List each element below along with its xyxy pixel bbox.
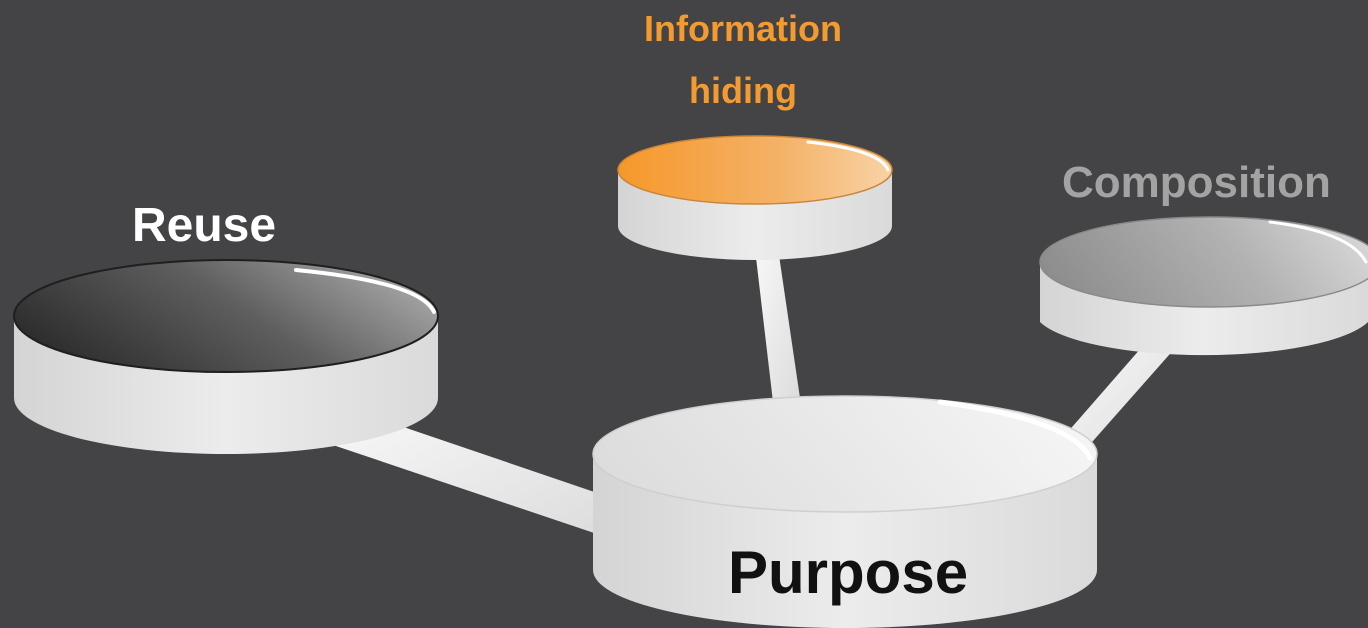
label-reuse: Reuse: [132, 199, 277, 252]
label-purpose: Purpose: [728, 539, 969, 606]
label-information-hiding-line-1: Information: [644, 8, 842, 49]
connector-information-hiding: [753, 228, 800, 402]
disk-information-hiding: [617, 135, 893, 260]
label-composition: Composition: [1062, 158, 1331, 207]
label-information-hiding: Information hiding: [580, 8, 906, 132]
disk-reuse: [13, 259, 439, 454]
connector-composition: [1066, 324, 1184, 450]
disk-purpose: [592, 395, 1098, 628]
connector-reuse: [318, 402, 612, 536]
label-information-hiding-line-2: hiding: [689, 70, 797, 111]
disk-composition: [1039, 216, 1368, 356]
